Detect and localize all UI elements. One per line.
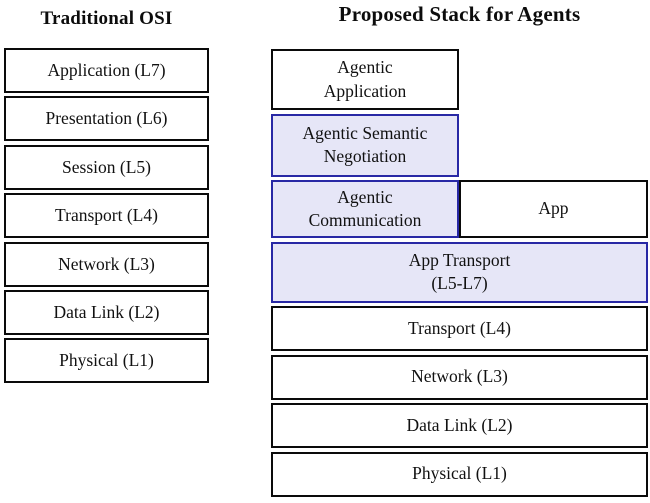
app-box: App [459, 180, 648, 238]
traditional-osi-stack: Application (L7) Presentation (L6) Session… [4, 48, 209, 384]
app-transport-l5-l7-box: App Transport (L5-L7) [271, 241, 648, 303]
agent-stack-row: App Transport (L5-L7) [271, 241, 648, 303]
layer-label: Transport (L4) [55, 205, 158, 226]
osi-presentation-l6-box: Presentation (L6) [4, 96, 209, 142]
layer-label: Physical (L1) [412, 463, 507, 484]
data-link-l2-box: Data Link (L2) [271, 403, 648, 448]
layer-label: Physical (L1) [59, 350, 154, 371]
layer-label: Network (L3) [58, 253, 155, 274]
osi-session-l5-box: Session (L5) [4, 144, 209, 190]
agent-stack-row: Physical (L1) [271, 451, 648, 497]
layer-label: (L5-L7) [431, 273, 488, 293]
layer-label: Transport (L4) [408, 317, 511, 338]
layer-label: Negotiation [323, 146, 407, 166]
transport-l4-box: Transport (L4) [271, 306, 648, 351]
layer-label: Agentic [337, 57, 393, 78]
traditional-osi-title: Traditional OSI [40, 8, 173, 29]
layer-label: Agentic Semantic [302, 122, 428, 143]
osi-data-link-l2-box: Data Link (L2) [4, 289, 209, 335]
layer-label: Application [323, 80, 407, 101]
agent-stack-row: Transport (L4) [271, 306, 648, 351]
layer-label: App Transport [408, 249, 511, 270]
proposed-stack-title: Proposed Stack for Agents [338, 2, 581, 26]
layer-label: Communication [308, 210, 422, 230]
layer-label: Session (L5) [62, 156, 151, 177]
layer-label: Application (L7) [47, 59, 166, 80]
layer-label: Data Link (L2) [53, 301, 160, 322]
agent-stack-row: Data Link (L2) [271, 403, 648, 448]
osi-network-l3-box: Network (L3) [4, 241, 209, 287]
physical-l1-box: Physical (L1) [271, 451, 648, 497]
layer-label: Agentic [337, 186, 393, 207]
osi-transport-l4-box: Transport (L4) [4, 193, 209, 239]
agent-stack-row: Network (L3) [271, 354, 648, 400]
layer-label: Presentation (L6) [45, 108, 168, 129]
osi-physical-l1-box: Physical (L1) [4, 338, 209, 384]
layer-label: Network (L3) [411, 366, 508, 387]
layer-label: Data Link (L2) [406, 414, 513, 435]
layer-label: App [538, 198, 569, 219]
network-l3-box: Network (L3) [271, 354, 648, 400]
osi-application-l7-box: Application (L7) [4, 48, 209, 93]
